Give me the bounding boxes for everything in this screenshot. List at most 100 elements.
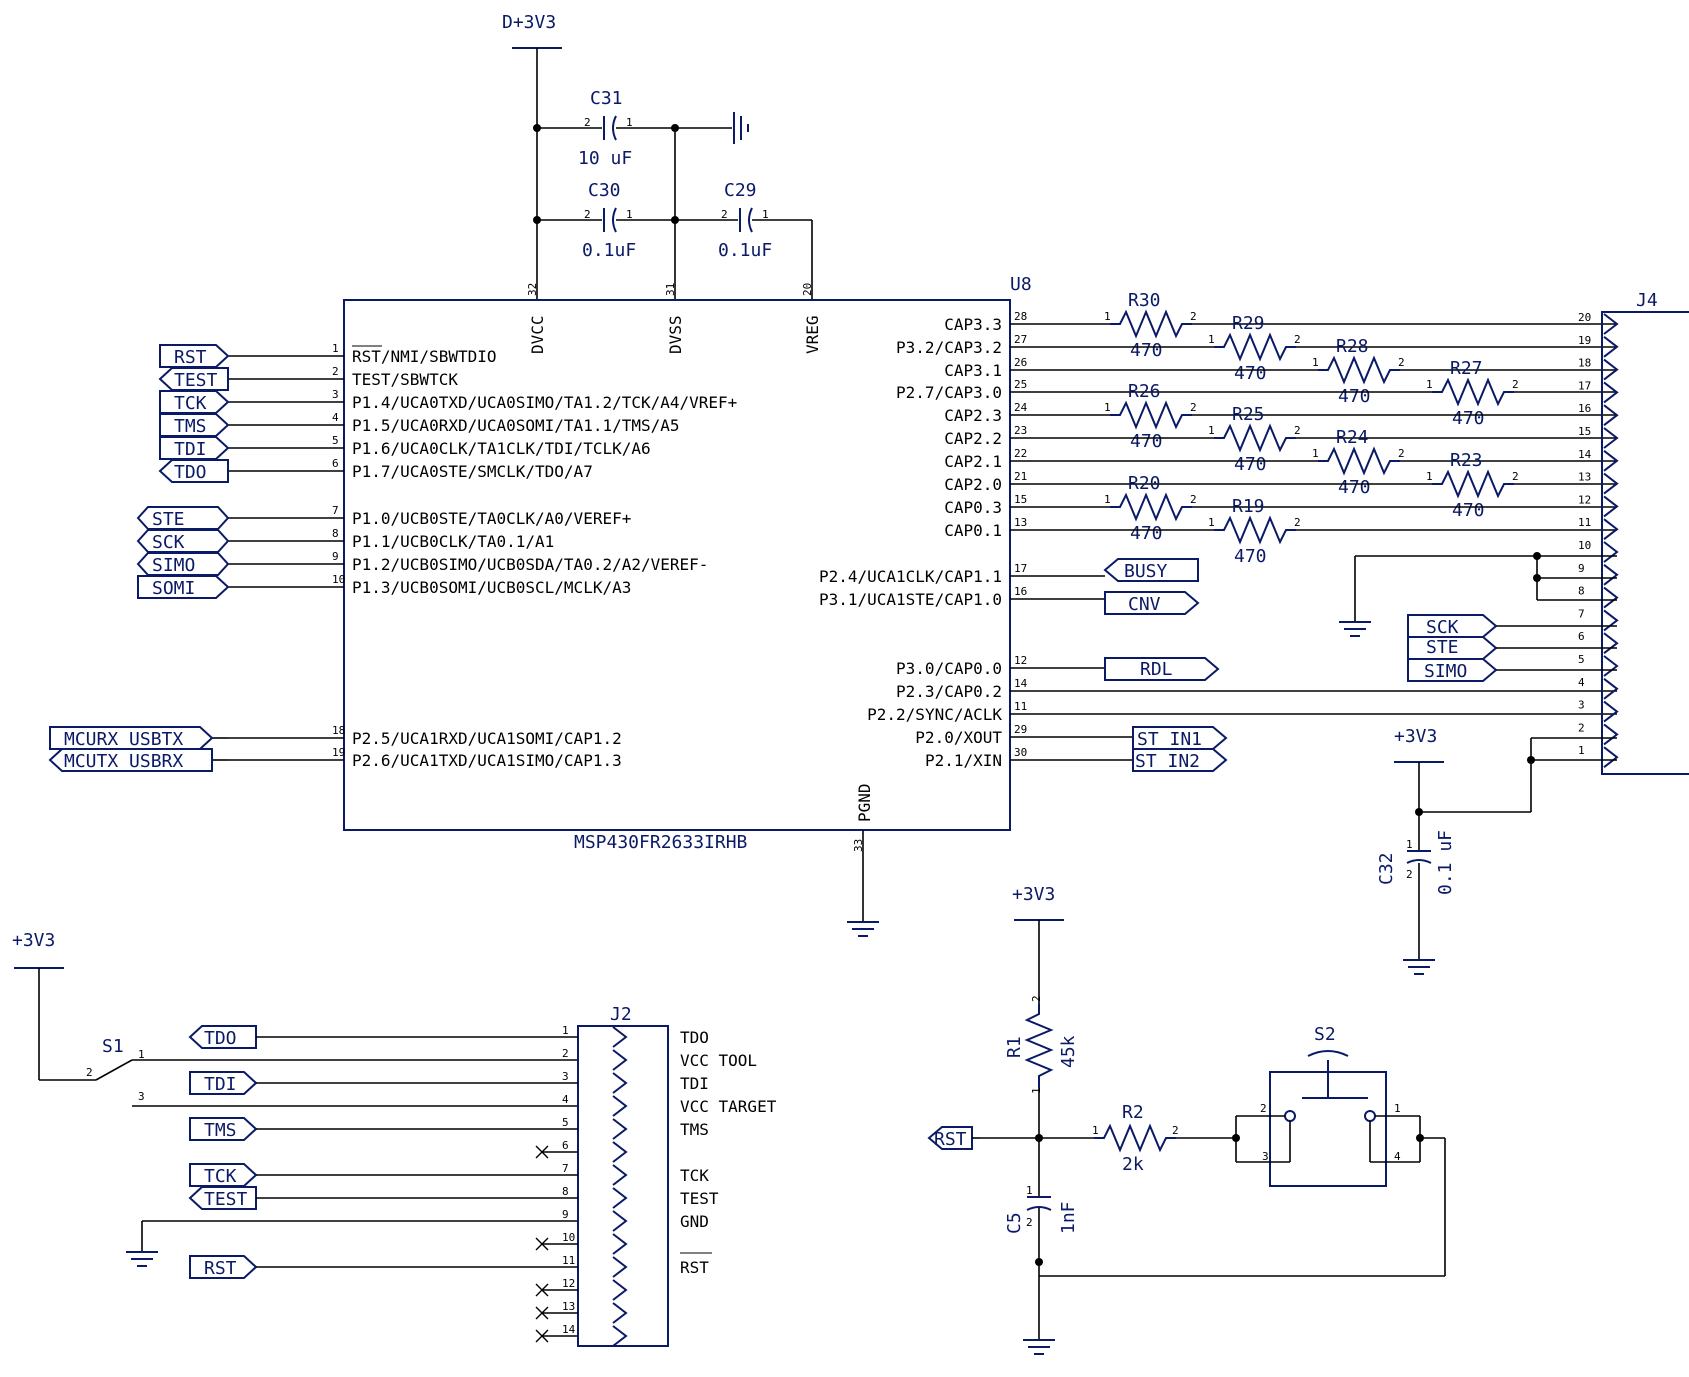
connector-ref: J2	[610, 1004, 632, 1025]
connector-pin-number: 1	[1578, 744, 1585, 757]
connector-pin-number: 1	[562, 1024, 569, 1037]
ic-pin-number: 17	[1014, 562, 1027, 575]
ic-pin-number: 28	[1014, 310, 1027, 323]
net-flag-sck: SCK	[1426, 617, 1459, 638]
net-flag-tdi-jtag	[189, 1071, 258, 1095]
connector-pin-number: 6	[1578, 630, 1585, 643]
net-flag-tms	[159, 413, 230, 437]
connector-pin-number: 3	[1578, 699, 1585, 712]
net-flag-label: STE	[152, 509, 185, 530]
svg-text:2: 2	[1030, 995, 1043, 1002]
connector-signal-label: RST	[680, 1258, 709, 1277]
right-net-flags: BUSY CNV RDL ST IN1 ST IN2	[1103, 558, 1228, 772]
svg-text:R29: R29	[1232, 313, 1265, 334]
svg-text:470: 470	[1234, 363, 1267, 384]
svg-text:1: 1	[1104, 493, 1111, 506]
svg-text:1: 1	[1104, 310, 1111, 323]
connector-signal-label: TDO	[680, 1028, 709, 1047]
net-flag-tms-jtag	[189, 1117, 258, 1141]
svg-text:470: 470	[1452, 408, 1485, 429]
ic-pin-number: 23	[1014, 424, 1027, 437]
ic-pin-number: 29	[1014, 723, 1027, 736]
svg-text:R28: R28	[1336, 336, 1369, 357]
svg-text:45k: 45k	[1058, 1035, 1079, 1068]
no-connect-marker	[535, 1329, 549, 1343]
svg-text:470: 470	[1234, 454, 1267, 475]
connector-signal-label: TCK	[680, 1166, 709, 1185]
ground-symbol	[733, 112, 749, 144]
svg-text:R20: R20	[1128, 473, 1161, 494]
svg-text:1: 1	[1406, 838, 1413, 851]
svg-text:470: 470	[1130, 340, 1163, 361]
ic-pin-number: 26	[1014, 356, 1027, 369]
connector-pin-number: 9	[562, 1208, 569, 1221]
ic-left-pins: RST/NMI/SBWTDIO1TEST/SBWTCK2P1.4/UCA0TXD…	[228, 342, 737, 770]
net-flag-tck-jtag	[189, 1163, 258, 1187]
ic-pin-name: CAP2.2	[944, 429, 1002, 448]
ic-pin-number: 22	[1014, 447, 1027, 460]
net-flag-label: TDI	[174, 439, 207, 460]
capacitor-c32: C32 0.1 uF 1 2	[1376, 830, 1456, 960]
net-flag-tdo	[158, 459, 229, 483]
ic-pin-number: 32	[526, 283, 539, 296]
ic-pin-number: 6	[332, 457, 339, 470]
power-label-3v3-reset: +3V3	[1012, 884, 1055, 905]
connector-pin-number: 13	[1578, 471, 1591, 484]
svg-text:2: 2	[1406, 868, 1413, 881]
svg-text:1: 1	[1208, 424, 1215, 437]
svg-text:4: 4	[1394, 1150, 1401, 1163]
switch-s1: S1 1 2 3	[86, 1036, 145, 1103]
ic-pin-number: 5	[332, 434, 339, 447]
no-connect-marker	[535, 1145, 549, 1159]
ic-part-number: MSP430FR2633IRHB	[574, 832, 747, 853]
connector-pin-number: 15	[1578, 425, 1591, 438]
net-flag-busy: BUSY	[1124, 561, 1168, 582]
net-flag-label: TDI	[204, 1074, 237, 1095]
ic-pin-name: P1.3/UCB0SOMI/UCB0SCL/MCLK/A3	[352, 578, 631, 597]
connector-pin-number: 4	[562, 1093, 569, 1106]
ground-symbol	[847, 921, 879, 937]
svg-text:2: 2	[1190, 401, 1197, 414]
svg-text:1: 1	[1312, 356, 1319, 369]
ground-symbol	[1339, 621, 1371, 637]
connector-pin-number: 11	[562, 1254, 575, 1267]
svg-text:1: 1	[1426, 470, 1433, 483]
svg-text:3: 3	[1262, 1150, 1269, 1163]
svg-text:470: 470	[1338, 477, 1371, 498]
connector-pin-number: 10	[562, 1231, 575, 1244]
svg-text:1: 1	[1026, 1184, 1033, 1197]
power-label-3v3: +3V3	[1394, 726, 1437, 747]
resistor-r1: R1 45k 2 1	[1004, 995, 1079, 1094]
svg-text:R1: R1	[1004, 1036, 1025, 1058]
svg-text:10 uF: 10 uF	[578, 148, 632, 169]
net-flag-mcurx-usbtx	[49, 726, 214, 750]
svg-text:470: 470	[1338, 386, 1371, 407]
svg-text:R2: R2	[1122, 1102, 1144, 1123]
svg-text:R19: R19	[1232, 496, 1265, 517]
ic-pin-name: P1.5/UCA0RXD/UCA0SOMI/TA1.1/TMS/A5	[352, 416, 680, 435]
net-flag-label: SCK	[152, 532, 185, 553]
connector-pin-number: 12	[562, 1277, 575, 1290]
ic-pin-number: 21	[1014, 470, 1027, 483]
ic-pin-name: P2.5/UCA1RXD/UCA1SOMI/CAP1.2	[352, 729, 622, 748]
connector-ref: J4	[1636, 290, 1658, 311]
svg-text:2: 2	[1026, 1216, 1033, 1229]
connector-pin-number: 2	[1578, 721, 1585, 734]
net-flag-simo: SIMO	[1424, 661, 1467, 682]
ic-pin-number: 11	[1014, 700, 1027, 713]
ic-pin-name: P2.1/XIN	[925, 751, 1002, 770]
net-flag-test	[158, 367, 229, 391]
svg-text:2: 2	[1398, 356, 1405, 369]
connector-pin-number: 11	[1578, 516, 1591, 529]
svg-text:S2: S2	[1314, 1024, 1336, 1045]
ic-pin-number: 33	[852, 839, 865, 852]
svg-text:2k: 2k	[1122, 1154, 1144, 1175]
power-label-d3v3: D+3V3	[502, 12, 556, 33]
no-connect-marker	[535, 1306, 549, 1320]
ic-pin-name: P2.2/SYNC/ACLK	[867, 705, 1002, 724]
ic-pin-number: 10	[332, 573, 345, 586]
